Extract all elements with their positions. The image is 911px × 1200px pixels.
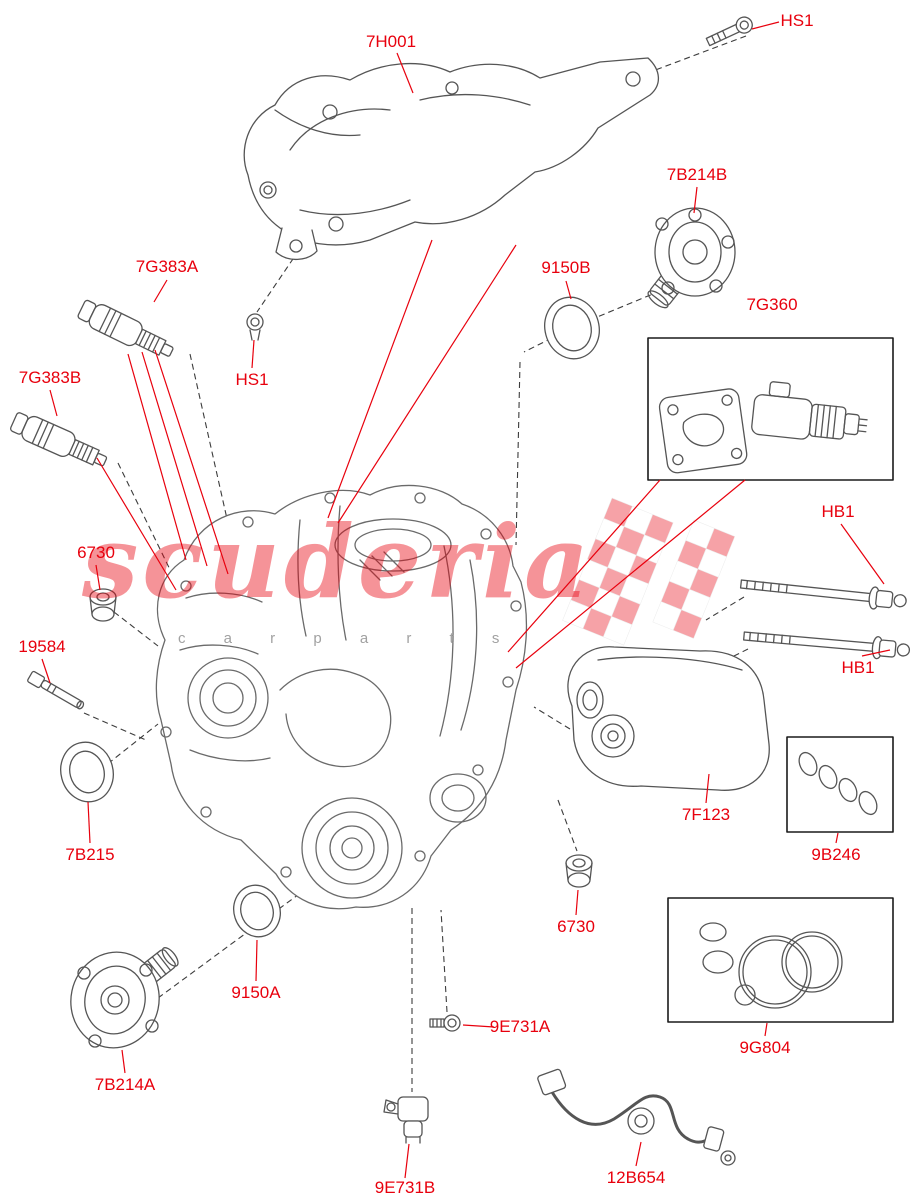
part-label-7h001: 7H001	[365, 32, 417, 51]
part-sensor-9e731b	[383, 1096, 429, 1144]
part-bolt-hb1-upper	[739, 579, 907, 610]
part-label-9b246: 9B246	[811, 845, 861, 864]
part-label-6730-left: 6730	[77, 543, 115, 562]
part-label-7g383a: 7G383A	[135, 257, 199, 276]
part-label-6730-bottom: 6730	[557, 917, 595, 936]
part-solenoid-7g383b	[9, 412, 108, 467]
part-kit-box-9g804	[667, 897, 894, 1023]
part-label-7f123: 7F123	[681, 805, 731, 824]
part-label-9150a: 9150A	[231, 983, 281, 1002]
part-plug-6730-bottom	[565, 854, 593, 888]
part-kit-box-9b246	[786, 736, 894, 833]
part-label-hb1-lower: HB1	[841, 658, 875, 677]
part-pin-19584	[27, 670, 85, 710]
part-seal-9150b	[544, 296, 600, 360]
checkered-flag-watermark	[562, 497, 736, 646]
part-label-7g383b: 7G383B	[18, 368, 82, 387]
part-label-7b215: 7B215	[65, 845, 115, 864]
part-label-9150b: 9150B	[541, 258, 591, 277]
part-motor-7f123	[567, 646, 770, 791]
part-seal-7b215	[60, 741, 114, 803]
leader-lines	[41, 21, 891, 1179]
part-coupling-7b214a	[70, 947, 179, 1049]
line-art	[9, 16, 911, 1166]
part-label-9g804: 9G804	[739, 1038, 791, 1057]
assembly-axis-lines	[83, 35, 749, 1092]
part-coupling-7b214b	[647, 207, 736, 309]
part-kit-box-7g360	[647, 337, 894, 481]
part-label-7b214b: 7B214B	[666, 165, 728, 184]
part-seal-9150a	[233, 884, 281, 938]
part-harness-12b654	[537, 1068, 736, 1166]
part-bolt-hb1-lower	[743, 631, 911, 660]
part-plug-6730-left	[89, 588, 117, 622]
part-solenoid-7g383a	[77, 299, 174, 357]
part-nut-hs1-mid	[246, 313, 264, 341]
part-label-9e731b: 9E731B	[374, 1178, 436, 1197]
part-bolt-hs1-top	[705, 16, 753, 47]
part-label-hs1-top: HS1	[780, 11, 814, 30]
part-label-12b654: 12B654	[606, 1168, 666, 1187]
part-bolt-9e731a	[429, 1014, 461, 1032]
part-label-19584: 19584	[18, 637, 66, 656]
part-label-9e731a: 9E731A	[489, 1017, 551, 1036]
part-label-hb1-upper: HB1	[821, 502, 855, 521]
part-bracket-7h001	[243, 57, 660, 261]
part-label-7b214a: 7B214A	[94, 1075, 156, 1094]
part-label-7g360: 7G360	[746, 295, 798, 314]
part-transfer-case	[155, 484, 528, 910]
part-label-hs1-mid: HS1	[235, 370, 269, 389]
